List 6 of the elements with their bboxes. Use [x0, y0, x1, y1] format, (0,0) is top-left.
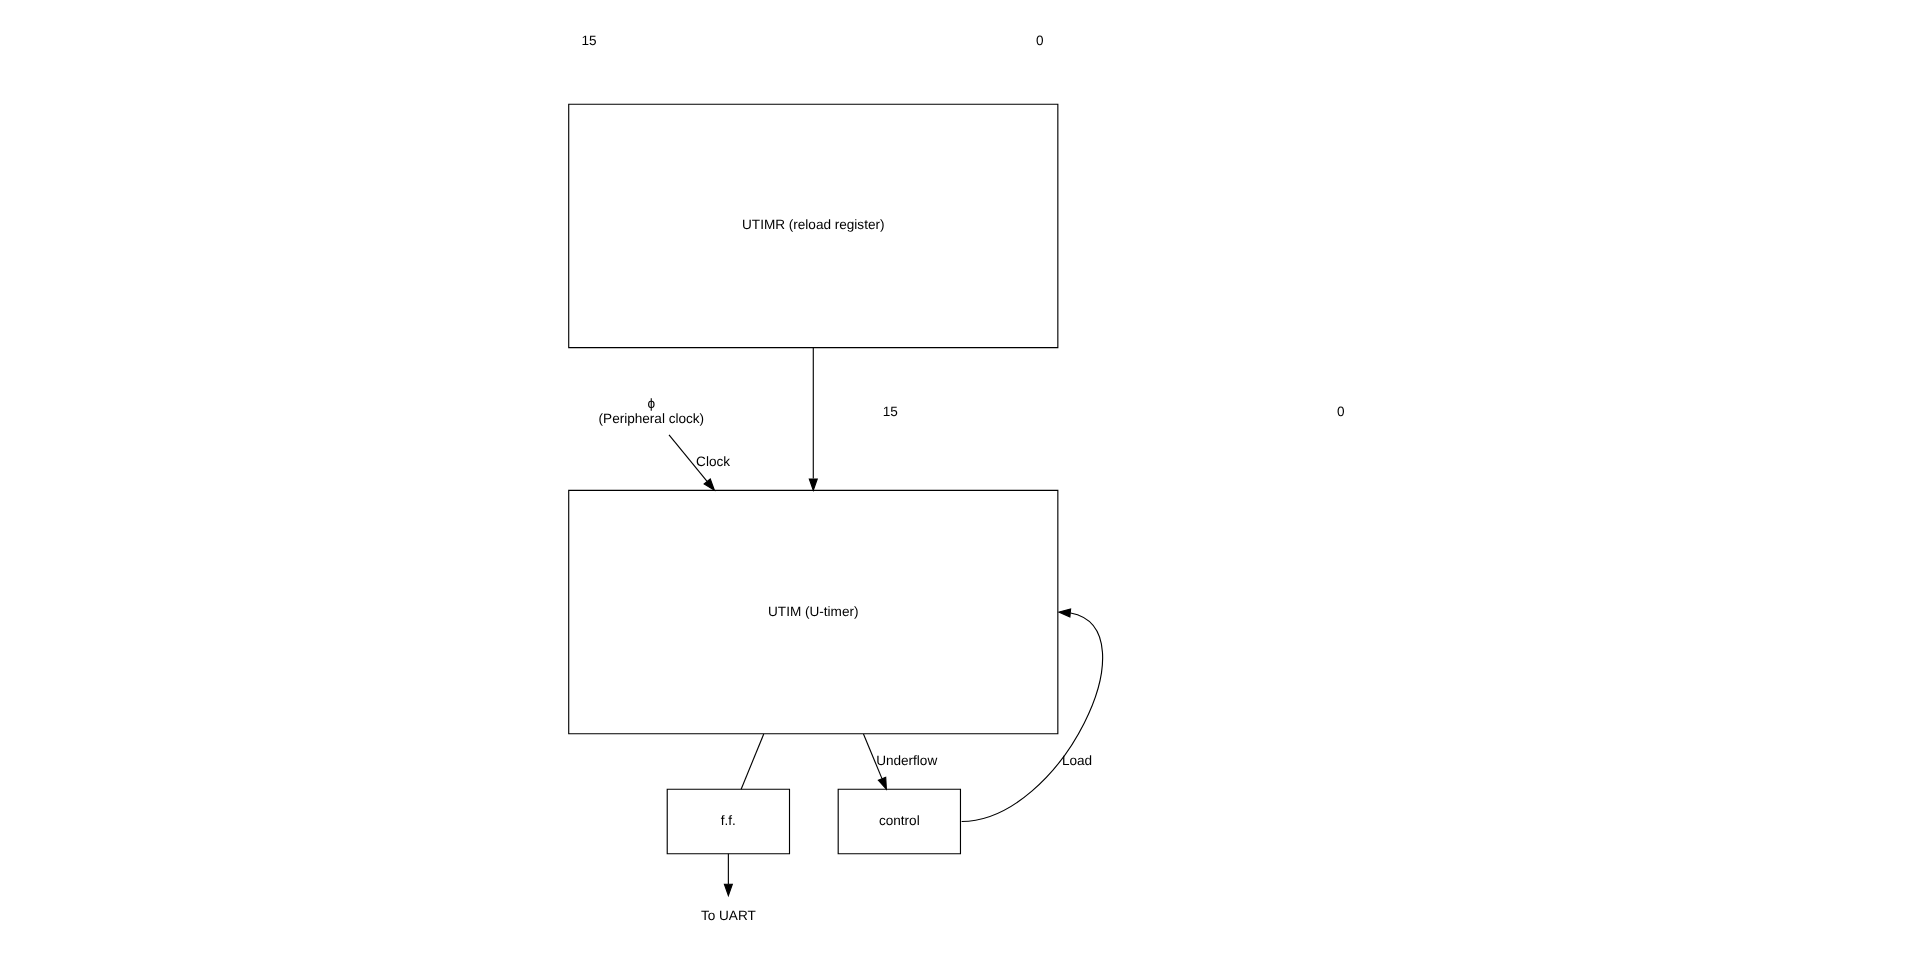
arrow — [960, 608, 1102, 823]
connector — [739, 733, 764, 790]
arrow — [807, 347, 818, 492]
arrow — [861, 733, 887, 791]
arrow — [722, 853, 733, 898]
arrow — [667, 434, 715, 492]
